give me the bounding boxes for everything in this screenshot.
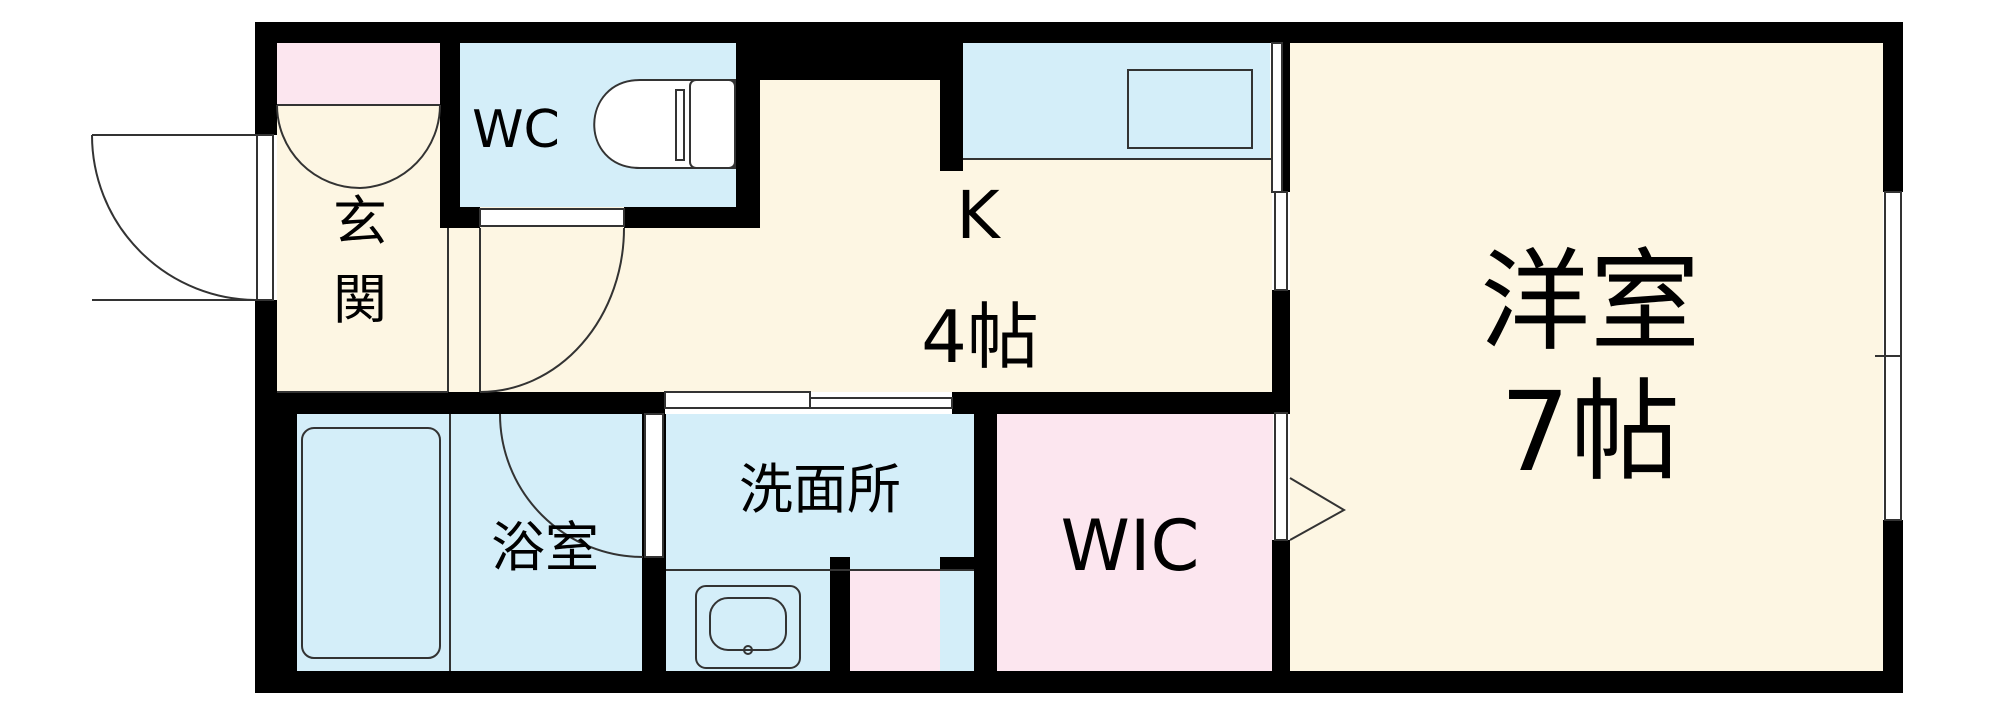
wall-outer-bottom [255,671,1903,693]
bath-label: 浴室 [491,516,599,579]
washbasin-bowl [709,597,787,651]
wall-outer-right-top [1883,22,1903,192]
senmen-top-sliding-door-2 [809,397,953,409]
window-wc-door-panel [479,208,625,227]
kitchen-label-line1: K [956,177,1001,254]
interior-lines [277,69,1272,671]
wall-outer-left-bottom [255,300,277,693]
wall-wc-left [440,43,460,228]
genkan-label-line2: 関 [333,268,387,331]
wall-bath-senmen-low [642,557,666,671]
doors [91,104,1347,558]
wall-senmen-closet-left [830,557,850,671]
wall-senmen-wic [974,414,997,671]
wall-senmen-closet-top [940,557,974,570]
youshitsu-floor [1290,43,1883,671]
genkan-floor [277,105,447,392]
toilet-tank [689,79,736,169]
wc-door-arc [479,227,625,393]
kitchen-counter-area [963,43,1270,159]
wall-kitchen-top [760,43,940,80]
shoe-closet-floor [277,43,440,105]
window-wic-door [1274,412,1288,541]
youshitsu-label-line1: 洋室 [1480,238,1700,366]
youshitsu-label-line2: 7帖 [1500,368,1680,496]
toilet-handle [675,89,685,161]
kitchen-label-line2: 4帖 [921,295,1039,379]
room-labels: 玄 関 WC K 4帖 洋室 7帖 浴室 洗面所 WIC [333,100,1700,587]
senmen-closet-floor [850,570,940,671]
bathtub [301,427,441,659]
senmen-label: 洗面所 [739,458,901,521]
wall-middle-horizontal-right [952,392,1290,414]
kitchen-window-top-right [1271,42,1283,193]
wall-kitchen-notch [940,43,963,171]
wall-outer-left-top [255,22,277,135]
shoe-closet-door-arc-left [276,104,361,189]
bath-sliding-door [644,413,664,558]
bath-floor [297,414,642,671]
windows [256,42,1902,558]
floors [277,43,1883,671]
entrance-door-arc [91,134,258,301]
wic-floor [997,414,1273,671]
wall-central-vertical-bottom [1272,290,1290,413]
walls [255,22,1903,693]
wc-label: WC [472,100,560,160]
shoe-closet-door-arc-right [359,104,441,189]
senmen-top-sliding-door [664,391,811,409]
wall-wc-bottom-left [440,207,480,228]
wall-wc-right [736,43,760,228]
genkan-label-line1: 玄 [333,190,387,253]
wall-outer-right-bottom [1883,520,1903,693]
wall-wc-bottom-right [624,207,760,228]
wall-bath-left [277,414,297,671]
bath-door-arc [499,413,644,558]
washbasin-drain [743,645,753,655]
toilet-icon [593,79,736,169]
wic-label: WIC [1061,505,1200,587]
wall-outer-top [255,22,1903,43]
wic-door-triangle [1289,477,1347,541]
washbasin-cabinet [695,585,801,669]
window-kitchen-divider [1274,191,1288,291]
sink-basin [1127,69,1253,149]
window-entrance-door-frame [256,134,274,301]
wall-middle-horizontal-left [255,392,665,414]
wall-central-vertical-low [1272,540,1290,671]
